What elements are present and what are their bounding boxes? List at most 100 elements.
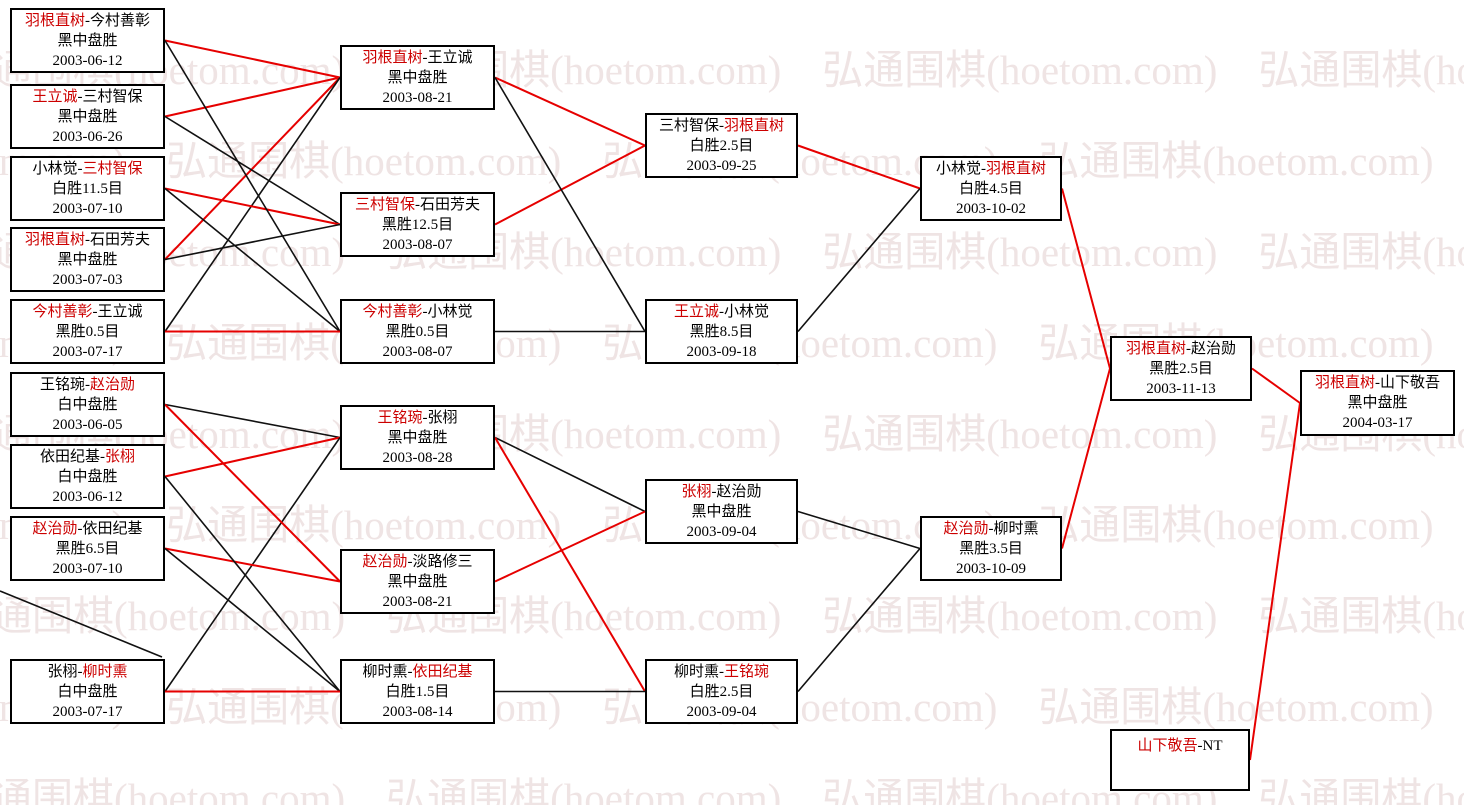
player-name: 羽根直树 xyxy=(986,160,1047,177)
player-separator: - xyxy=(981,160,986,177)
bracket-line xyxy=(494,436,646,513)
bracket-line xyxy=(164,77,341,332)
player-separator: - xyxy=(719,117,724,134)
player-name: 小林觉 xyxy=(32,160,78,177)
bracket-line xyxy=(797,187,921,333)
bracket-line xyxy=(164,187,341,333)
player-separator: - xyxy=(1186,340,1191,357)
player-name: 张栩 xyxy=(105,448,136,465)
player-separator: - xyxy=(422,49,428,66)
player-name: 柳时熏 xyxy=(82,663,128,680)
player-name: 柳时熏 xyxy=(362,663,408,680)
match-date: 2003-11-13 xyxy=(1146,380,1216,397)
player-name: 王立诚 xyxy=(97,303,143,320)
match-date: 2003-07-10 xyxy=(52,200,123,217)
bracket-line xyxy=(164,39,341,79)
match-players: 赵治勋-淡路修三 xyxy=(362,552,472,572)
bracket-line xyxy=(1061,188,1111,369)
player-name: 羽根直树 xyxy=(724,117,785,134)
bracket-line xyxy=(164,403,341,439)
match-date: 2003-08-28 xyxy=(382,449,453,466)
player-separator: - xyxy=(719,663,724,680)
match-players: 赵治勋-依田纪基 xyxy=(32,519,142,539)
bracket-line xyxy=(164,547,341,693)
player-name: 羽根直树 xyxy=(1125,340,1186,357)
player-separator: - xyxy=(85,12,90,29)
player-name: 三村智保 xyxy=(354,196,415,213)
player-separator: - xyxy=(77,520,83,537)
bracket-line xyxy=(797,510,921,550)
match-players: 羽根直树-石田芳夫 xyxy=(25,230,150,250)
player-separator: - xyxy=(1375,375,1380,391)
match-result: 白胜2.5目 xyxy=(689,683,754,700)
player-separator: - xyxy=(77,160,83,177)
player-name: 山下敬吾 xyxy=(1380,375,1441,391)
player-name: 王铭琬 xyxy=(39,376,85,393)
match-date: 2003-10-02 xyxy=(956,200,1026,217)
bracket-line xyxy=(164,223,341,261)
player-name: 三村智保 xyxy=(82,88,143,105)
player-name: 赵治勋 xyxy=(716,483,762,500)
player-name: 小林觉 xyxy=(724,303,770,320)
match-players: 王立诚-三村智保 xyxy=(32,87,142,107)
match-result: 黑中盘胜 xyxy=(57,251,118,268)
match-date: 2003-06-12 xyxy=(52,488,123,505)
match-players: 羽根直树-今村善彰 xyxy=(25,11,150,31)
match-result: 白中盘胜 xyxy=(57,396,118,413)
match-date: 2003-07-17 xyxy=(52,703,123,720)
match-players: 羽根直树-山下敬吾 xyxy=(1315,373,1440,393)
player-separator: - xyxy=(407,663,413,680)
player-name: 石田芳夫 xyxy=(420,196,481,213)
match-result: 黑胜12.5目 xyxy=(381,216,454,233)
bracket-line xyxy=(164,436,341,478)
player-name: 王铭琬 xyxy=(724,663,770,680)
player-name: 依田纪基 xyxy=(39,448,100,465)
match-result: 黑中盘胜 xyxy=(1347,395,1408,411)
player-separator: - xyxy=(85,376,90,393)
player-name: 今村善彰 xyxy=(90,12,151,29)
player-name: NT xyxy=(1202,738,1223,754)
match-result: 黑胜0.5目 xyxy=(385,323,450,340)
player-name: 羽根直树 xyxy=(24,231,85,248)
match-result: 黑中盘胜 xyxy=(691,503,752,520)
bracket-line xyxy=(164,115,341,226)
bracket-line xyxy=(1251,367,1301,404)
bracket-line xyxy=(797,144,921,190)
match-date: 2003-09-25 xyxy=(686,157,757,174)
match-result: 白胜11.5目 xyxy=(52,180,123,197)
player-separator: - xyxy=(407,553,413,570)
player-name: 赵治勋 xyxy=(362,553,408,570)
watermark-text: 弘通围棋(hoetom.com) 弘通围棋(hoetom.com) 弘通围棋(h… xyxy=(0,229,1464,275)
player-name: 三村智保 xyxy=(658,117,719,134)
match-date: 2003-10-09 xyxy=(956,560,1026,577)
match-result: 黑中盘胜 xyxy=(387,573,448,590)
match-result: 白胜4.5目 xyxy=(959,180,1023,197)
bracket-line xyxy=(0,590,163,658)
match-box[interactable]: 山下敬吾-NT xyxy=(1110,729,1250,791)
match-result: 黑中盘胜 xyxy=(57,108,118,125)
